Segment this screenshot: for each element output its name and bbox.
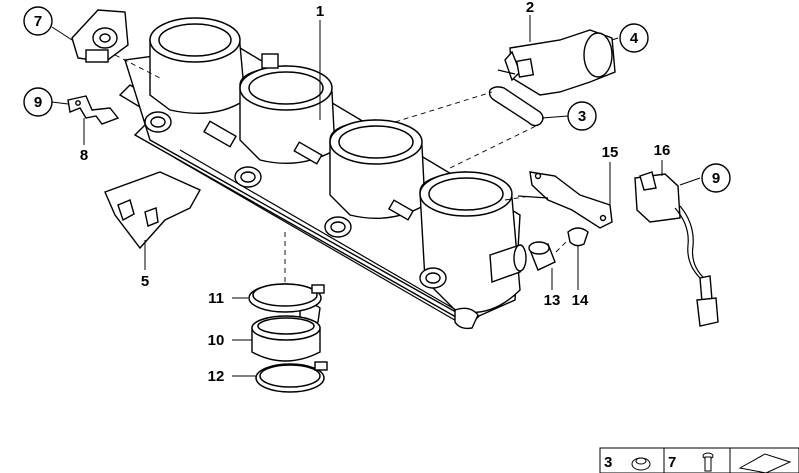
- callout-9-left-label: 9: [34, 94, 42, 111]
- fastener-legend: 3 7: [599, 447, 799, 473]
- alignment-lines: [114, 54, 569, 285]
- throttle-position-sensor: [71, 9, 129, 63]
- label-16: 16: [654, 142, 671, 159]
- throttle-body-assembly: [118, 17, 527, 330]
- label-2: 2: [526, 0, 534, 16]
- throttle-housing-2: [239, 65, 336, 165]
- cover-shield: [104, 171, 201, 250]
- label-12: 12: [208, 368, 225, 385]
- throttle-housing-3: [329, 119, 426, 220]
- pressure-sensor: [634, 171, 719, 327]
- sleeve: [528, 241, 556, 271]
- label-5: 5: [141, 273, 149, 290]
- mounting-plate: [517, 171, 613, 229]
- label-1: 1: [316, 3, 324, 20]
- label-13: 13: [544, 292, 561, 309]
- legend-item-7: 7: [668, 454, 676, 471]
- screw-icon: [702, 452, 714, 472]
- callout-9-right: 9: [701, 163, 731, 193]
- callout-7-label: 7: [34, 13, 42, 30]
- bypass-nozzles: [144, 111, 447, 289]
- label-11: 11: [208, 290, 224, 307]
- arrow-icon: [738, 453, 792, 473]
- callout-7: 7: [23, 6, 53, 36]
- label-14: 14: [572, 292, 589, 309]
- callout-3: 3: [567, 101, 597, 131]
- mounting-bracket: [67, 95, 120, 125]
- nut-icon: [631, 457, 651, 471]
- callout-3-label: 3: [578, 108, 586, 125]
- intake-boot-10: [251, 315, 321, 362]
- legend-item-3: 3: [604, 454, 612, 471]
- label-15: 15: [602, 144, 619, 161]
- callout-4-label: 4: [630, 30, 639, 47]
- throttle-housing-1: [149, 17, 246, 115]
- label-10: 10: [208, 332, 225, 349]
- leader-lines: [51, 15, 701, 377]
- hose-clamp-12: [255, 361, 328, 393]
- callout-9-left: 9: [23, 87, 53, 117]
- idle-control-actuator: [497, 29, 616, 96]
- callout-9-right-label: 9: [712, 170, 720, 187]
- clip: [567, 227, 589, 247]
- label-8: 8: [80, 147, 88, 164]
- callout-4: 4: [619, 23, 649, 53]
- hose-clamp-11: [248, 283, 325, 313]
